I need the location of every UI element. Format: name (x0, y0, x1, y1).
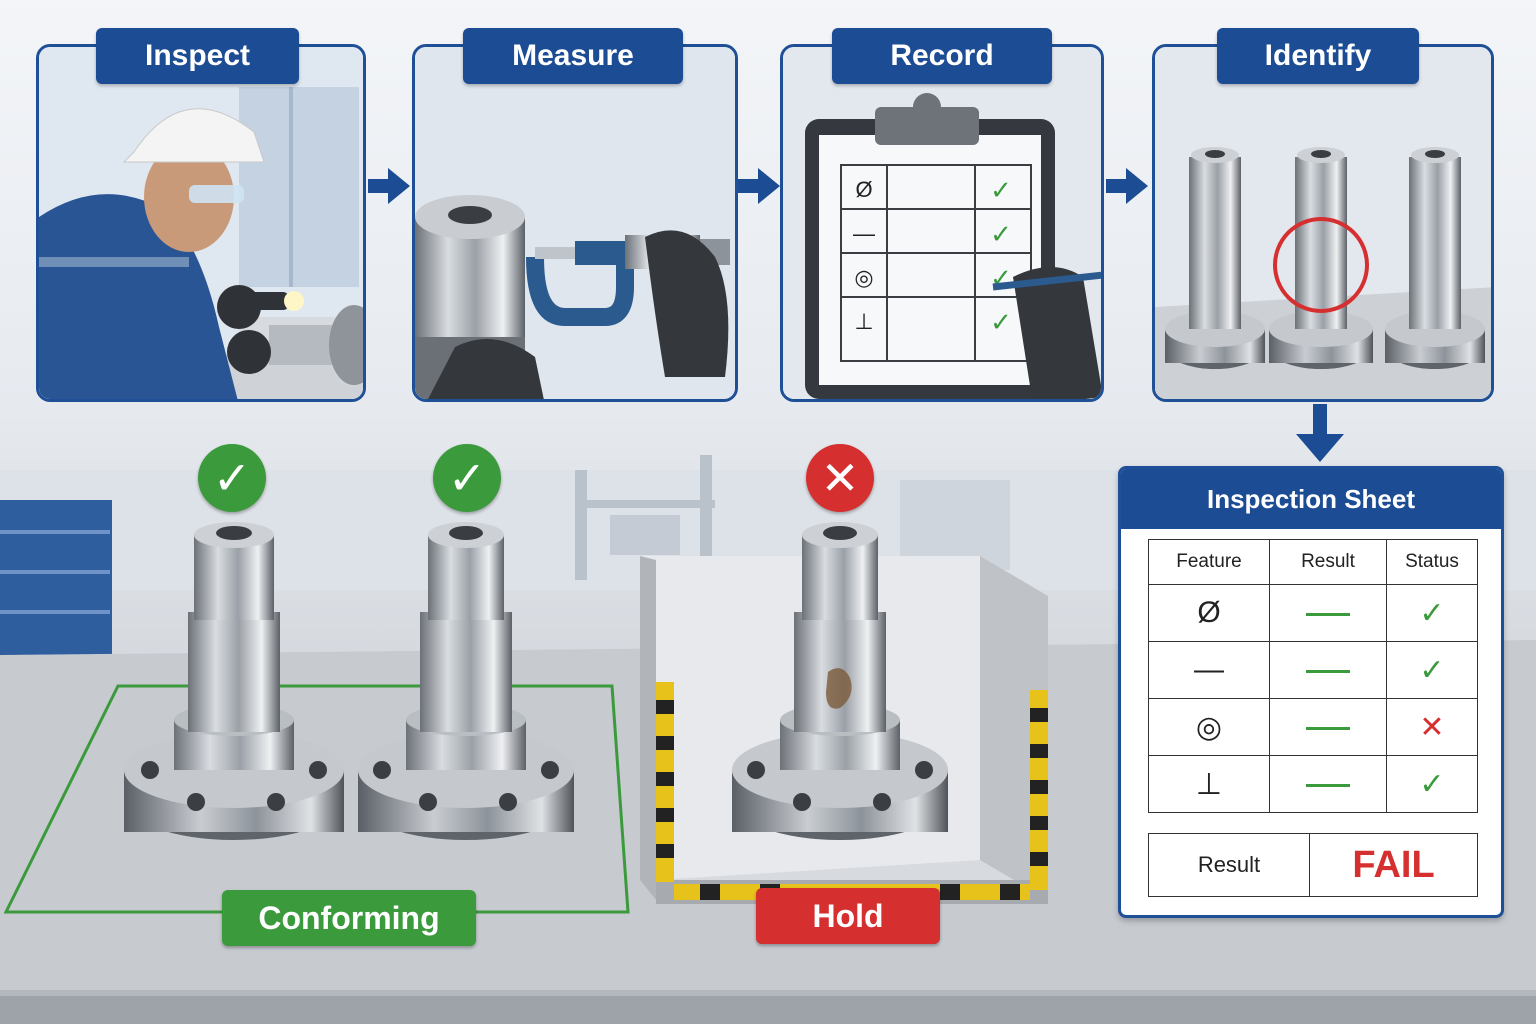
svg-text:—: — (853, 221, 875, 246)
table-row: Ø ✓ (1148, 584, 1478, 642)
column-header-status: Status (1386, 539, 1478, 585)
step-tab-identify: Identify (1217, 28, 1419, 84)
svg-text:✓: ✓ (990, 175, 1012, 205)
check-icon: ✓ (198, 444, 266, 512)
inspection-sheet: Inspection Sheet Feature Result Status Ø… (1118, 466, 1504, 918)
svg-text:◎: ◎ (854, 265, 873, 290)
step-card-record: Ø — ◎ ⊥ ✓ ✓ ✓ ✓ (780, 44, 1104, 402)
svg-text:✓: ✓ (990, 219, 1012, 249)
status-check-icon: ✓ (1386, 584, 1478, 642)
inspection-table: Feature Result Status Ø ✓ — ✓ ◎ ✕ ⊥ ✓ (1148, 539, 1478, 813)
defect-highlight-circle (1273, 217, 1369, 313)
damage-mark (826, 668, 852, 709)
column-header-result: Result (1269, 539, 1387, 585)
step-card-measure (412, 44, 738, 402)
step-card-inspect (36, 44, 366, 402)
shaft-part-conforming-1 (124, 522, 344, 840)
status-check-icon: ✓ (1386, 641, 1478, 699)
step-tab-record: Record (832, 28, 1052, 84)
status-cross-icon: ✕ (1386, 698, 1478, 756)
inspector-illustration (39, 47, 363, 399)
micrometer-illustration (415, 47, 735, 399)
step-tab-measure: Measure (463, 28, 683, 84)
clipboard-illustration: Ø — ◎ ⊥ ✓ ✓ ✓ ✓ (783, 47, 1101, 399)
step-card-identify (1152, 44, 1494, 402)
parts-comparison-illustration (1155, 47, 1491, 399)
table-row: — ✓ (1148, 641, 1478, 699)
result-value: FAIL (1352, 843, 1435, 886)
table-row: ◎ ✕ (1148, 698, 1478, 756)
tool-cabinet (0, 500, 112, 660)
overall-result: Result FAIL (1148, 833, 1478, 897)
check-icon: ✓ (433, 444, 501, 512)
result-cell (1269, 698, 1387, 756)
feature-symbol-concentricity: ◎ (1148, 698, 1270, 756)
table-row: ⊥ ✓ (1148, 755, 1478, 813)
right-arrow-icon (738, 168, 780, 204)
column-header-feature: Feature (1148, 539, 1270, 585)
feature-symbol-straightness: — (1148, 641, 1270, 699)
hold-label: Hold (756, 888, 940, 944)
right-arrow-icon (1106, 168, 1148, 204)
status-check-icon: ✓ (1386, 755, 1478, 813)
feature-symbol-perpendicularity: ⊥ (1148, 755, 1270, 813)
sheet-title: Inspection Sheet (1121, 469, 1501, 529)
shaft-part-conforming-2 (358, 522, 574, 840)
svg-text:⊥: ⊥ (854, 309, 873, 334)
result-cell (1269, 641, 1387, 699)
shaft-part-defective (732, 522, 948, 840)
step-tab-inspect: Inspect (96, 28, 299, 84)
conforming-label: Conforming (222, 890, 476, 946)
svg-text:✓: ✓ (990, 307, 1012, 337)
result-label: Result (1149, 834, 1310, 896)
result-cell (1269, 584, 1387, 642)
down-arrow-icon (1296, 404, 1344, 462)
cross-icon: ✕ (806, 444, 874, 512)
result-cell (1269, 755, 1387, 813)
right-arrow-icon (368, 168, 410, 204)
svg-text:Ø: Ø (855, 177, 872, 202)
feature-symbol-diameter: Ø (1148, 584, 1270, 642)
